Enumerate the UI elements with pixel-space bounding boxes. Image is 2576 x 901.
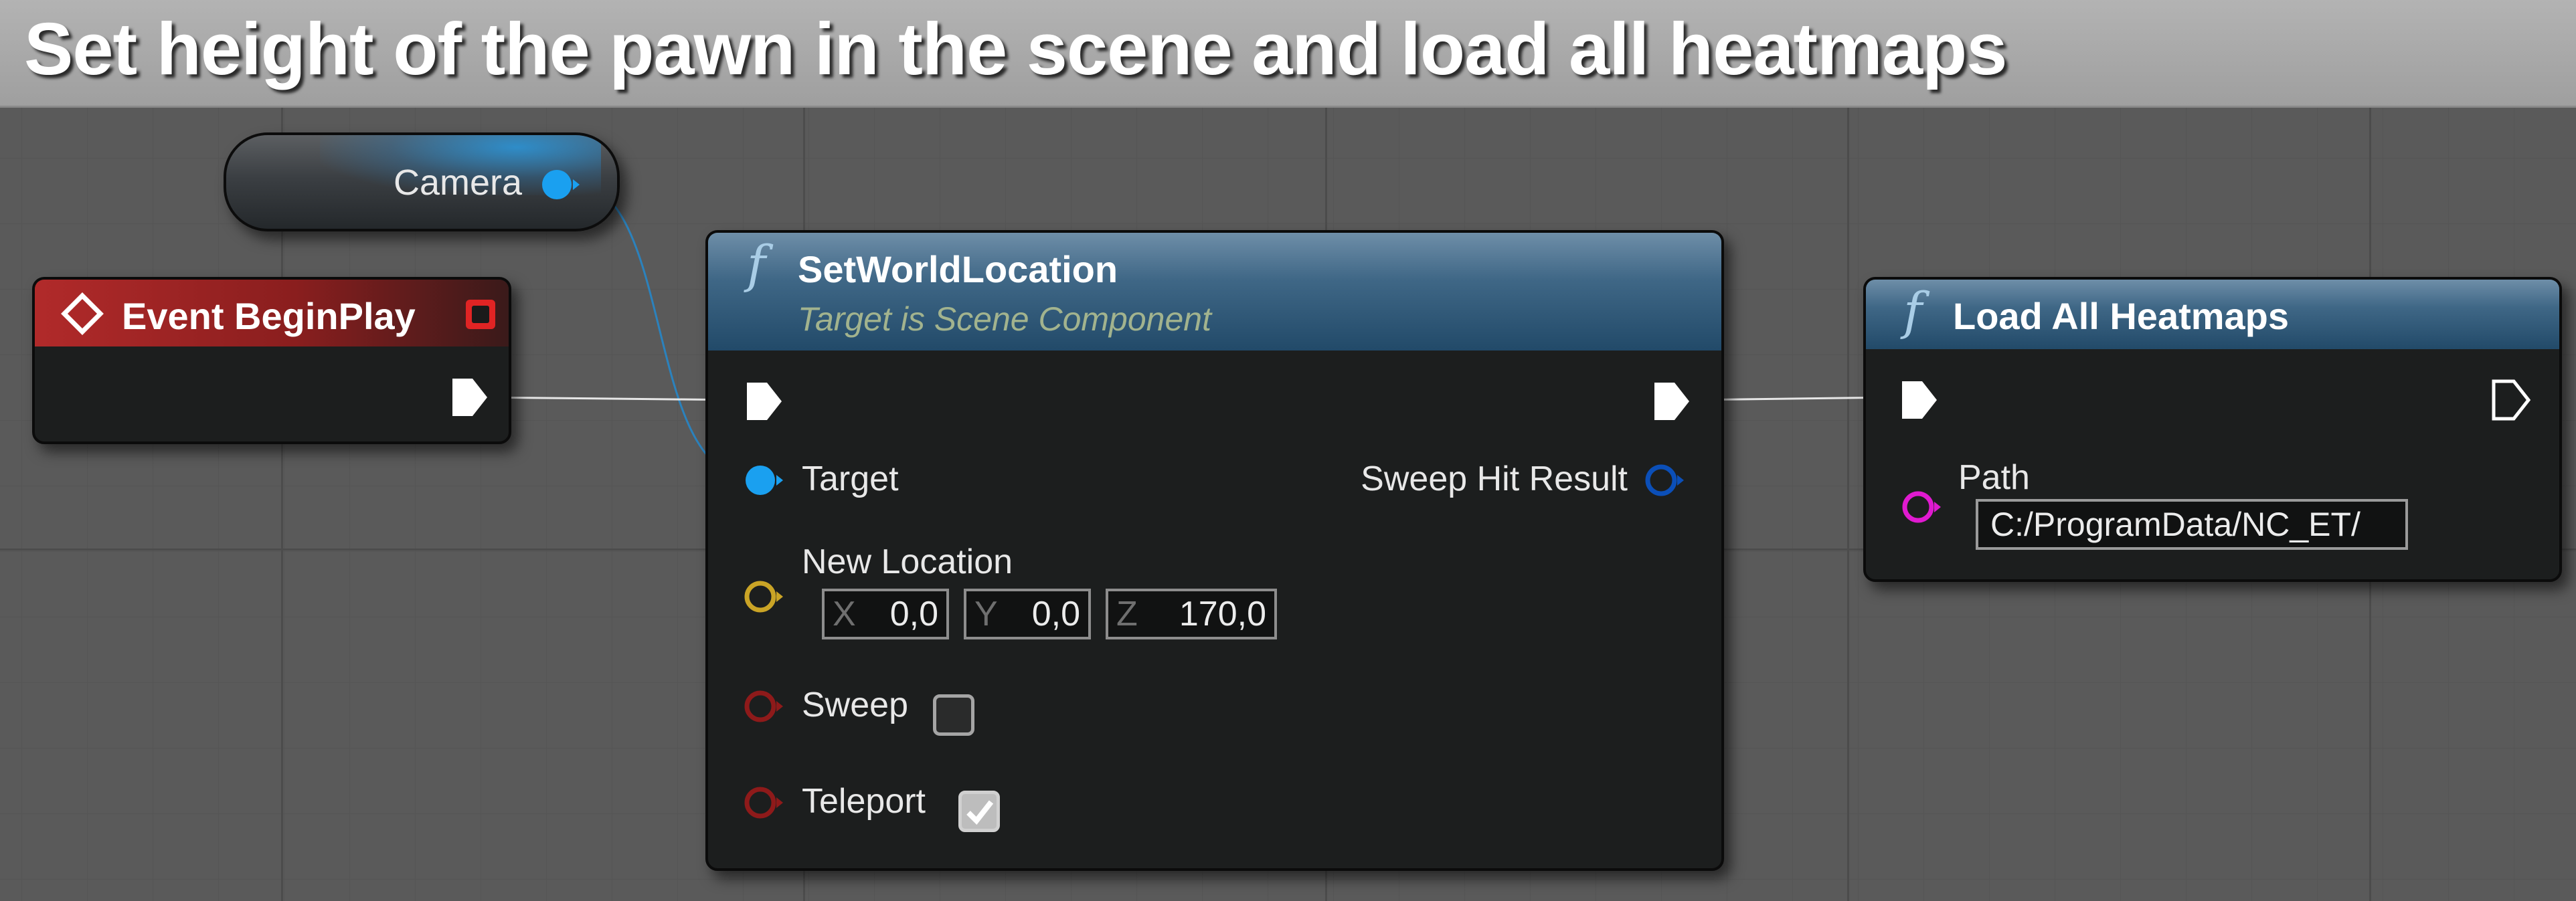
teleport-checkbox[interactable] [958, 791, 1000, 832]
path-label: Path [1958, 458, 2030, 497]
path-input-pin[interactable] [1898, 487, 1945, 527]
beginplay-exec-out-pin[interactable] [447, 375, 491, 420]
camera-variable-node[interactable]: Camera [224, 132, 620, 231]
target-label: Target [802, 460, 899, 498]
x-axis-label: X [833, 595, 856, 633]
checkmark-icon [966, 800, 994, 825]
sweep-input-pin[interactable] [740, 686, 787, 726]
comment-title: Set height of the pawn in the scene and … [24, 8, 2007, 90]
teleport-label: Teleport [802, 782, 926, 821]
teleport-input-pin[interactable] [740, 783, 787, 823]
set-world-location-header [708, 233, 1721, 351]
load-all-heatmaps-node[interactable]: f Load All Heatmaps Path C:/ProgramData/… [1863, 277, 2562, 582]
beginplay-exec-wire[interactable] [479, 396, 742, 401]
load-all-heatmaps-title: Load All Heatmaps [1953, 295, 2290, 337]
function-icon: f [747, 234, 766, 294]
event-beginplay-header [35, 280, 509, 346]
exec-input-pin[interactable] [1897, 377, 1941, 423]
path-input-field[interactable]: C:/ProgramData/NC_ET/ [1976, 499, 2408, 550]
event-beginplay-title: Event BeginPlay [122, 295, 416, 337]
target-input-pin[interactable] [740, 460, 787, 500]
z-axis-label: Z [1116, 595, 1138, 633]
exec-output-pin[interactable] [1649, 379, 1693, 424]
sweep-label: Sweep [802, 686, 908, 724]
event-beginplay-node[interactable]: Event BeginPlay [32, 277, 511, 444]
set-world-location-node[interactable]: f SetWorldLocation Target is Scene Compo… [705, 230, 1724, 871]
location-x-field[interactable]: X 0,0 [822, 589, 949, 639]
sweep-hit-result-label: Sweep Hit Result [1361, 460, 1628, 498]
set-world-location-title: SetWorldLocation [798, 248, 1118, 290]
function-icon: f [1903, 281, 1923, 340]
sweep-hit-result-output-pin[interactable] [1641, 460, 1688, 500]
delegate-output-pin[interactable] [463, 297, 498, 332]
load-all-heatmaps-header [1866, 280, 2559, 349]
exec-output-pin[interactable] [2488, 377, 2532, 423]
new-location-input-pin[interactable] [740, 577, 787, 617]
comment-box-header[interactable]: Set height of the pawn in the scene and … [0, 0, 2576, 108]
camera-label: Camera [394, 163, 523, 203]
location-z-field[interactable]: Z 170,0 [1106, 589, 1277, 639]
z-value: 170,0 [1179, 595, 1266, 633]
camera-output-pin[interactable] [538, 165, 585, 205]
location-y-field[interactable]: Y 0,0 [964, 589, 1091, 639]
new-location-label: New Location [802, 542, 1013, 581]
x-value: 0,0 [889, 595, 938, 633]
set-world-location-subtitle: Target is Scene Component [798, 300, 1211, 338]
event-diamond-icon [61, 292, 104, 335]
y-value: 0,0 [1031, 595, 1080, 633]
exec-input-pin[interactable] [742, 379, 786, 424]
y-axis-label: Y [974, 595, 998, 633]
sweep-checkbox[interactable] [933, 694, 974, 736]
